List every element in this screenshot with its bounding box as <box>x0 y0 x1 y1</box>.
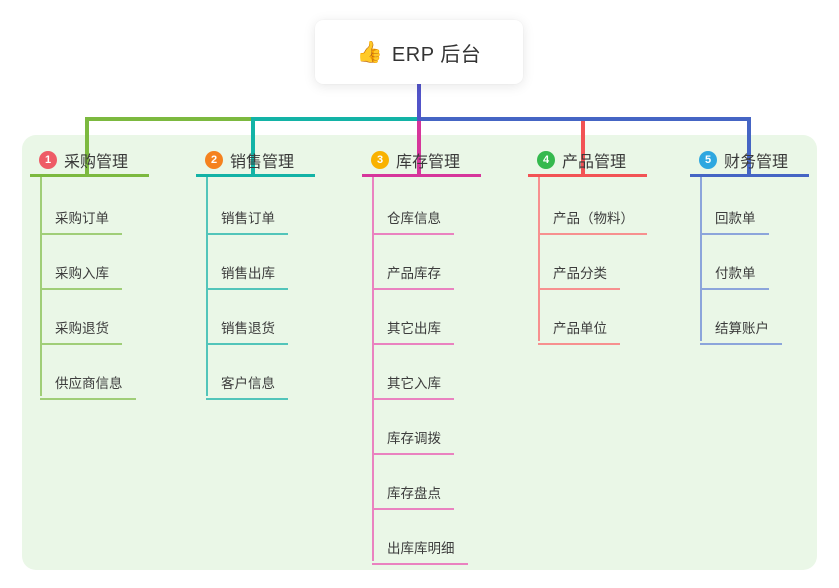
trunk-left-far <box>87 117 255 121</box>
branch-5-number-badge: 5 <box>699 151 717 169</box>
branch-3-child-6[interactable]: 库存盘点 <box>372 470 454 510</box>
branch-3-child-3[interactable]: 其它出库 <box>372 305 454 345</box>
connector-drop-branch-5 <box>747 117 751 177</box>
branch-2-children-rail <box>206 177 208 396</box>
branch-4-child-1[interactable]: 产品（物料） <box>538 195 647 235</box>
branch-4-child-3[interactable]: 产品单位 <box>538 305 620 345</box>
branch-1-child-1[interactable]: 采购订单 <box>40 195 122 235</box>
branch-2-number-badge: 2 <box>205 151 223 169</box>
branch-4-child-2[interactable]: 产品分类 <box>538 250 620 290</box>
branch-2-child-3[interactable]: 销售退货 <box>206 305 288 345</box>
branch-5-child-3[interactable]: 结算账户 <box>700 305 782 345</box>
branch-1-child-4[interactable]: 供应商信息 <box>40 360 136 400</box>
branch-1-children-rail <box>40 177 42 396</box>
branch-1-child-2[interactable]: 采购入库 <box>40 250 122 290</box>
branch-3-child-1[interactable]: 仓库信息 <box>372 195 454 235</box>
branch-2-label: 销售管理 <box>230 154 295 171</box>
branch-5-child-1[interactable]: 回款单 <box>700 195 769 235</box>
branch-3-header[interactable]: 3 库存管理 <box>362 146 482 177</box>
root-node-label: ERP 后台 <box>391 43 482 66</box>
branch-1-number-badge: 1 <box>39 151 57 169</box>
branch-5-header[interactable]: 5 财务管理 <box>690 146 810 177</box>
connector-drop-branch-1 <box>85 117 89 177</box>
branch-3-number-badge: 3 <box>371 151 389 169</box>
branch-3-children-rail <box>372 177 374 561</box>
branch-2-child-4[interactable]: 客户信息 <box>206 360 288 400</box>
branch-3-child-7[interactable]: 出库库明细 <box>372 525 468 565</box>
connector-drop-branch-2 <box>251 117 255 177</box>
root-node[interactable]: 👍 ERP 后台 <box>315 20 523 84</box>
connector-drop-branch-4 <box>581 117 585 177</box>
branch-2-header[interactable]: 2 销售管理 <box>196 146 316 177</box>
branch-2-child-2[interactable]: 销售出库 <box>206 250 288 290</box>
branch-3-child-4[interactable]: 其它入库 <box>372 360 454 400</box>
branch-4-children-rail <box>538 177 540 341</box>
branch-2-child-1[interactable]: 销售订单 <box>206 195 288 235</box>
trunk-left-near <box>251 117 421 121</box>
trunk-right <box>417 117 751 121</box>
branch-3-label: 库存管理 <box>396 154 461 171</box>
branch-3-child-2[interactable]: 产品库存 <box>372 250 454 290</box>
branches-panel-background <box>22 135 817 570</box>
branch-4-header[interactable]: 4 产品管理 <box>528 146 648 177</box>
thumbs-up-icon: 👍 <box>356 40 383 64</box>
branch-5-children-rail <box>700 177 702 341</box>
branch-3-child-5[interactable]: 库存调拨 <box>372 415 454 455</box>
branch-5-label: 财务管理 <box>724 154 789 171</box>
connector-drop-branch-3 <box>417 117 421 177</box>
branch-4-number-badge: 4 <box>537 151 555 169</box>
branch-5-child-2[interactable]: 付款单 <box>700 250 769 290</box>
root-drop-line <box>417 84 421 121</box>
branch-1-header[interactable]: 1 采购管理 <box>30 146 150 177</box>
branch-4-label: 产品管理 <box>562 154 627 171</box>
branch-1-label: 采购管理 <box>64 154 129 171</box>
branch-1-child-3[interactable]: 采购退货 <box>40 305 122 345</box>
